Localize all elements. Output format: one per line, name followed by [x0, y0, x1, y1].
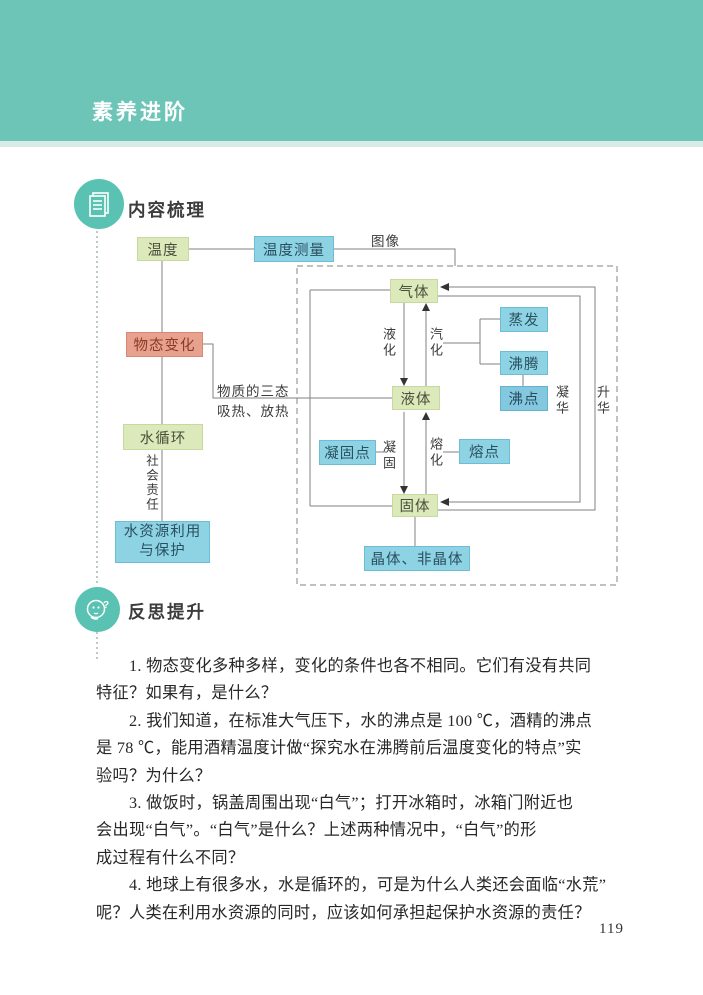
question-2-line-3: 验吗？为什么？ [96, 766, 212, 785]
question-4-line-1: 4. 地球上有很多水，水是循环的，可是为什么人类还会面临“水荒” [129, 876, 607, 895]
label-melting: 熔化 [428, 437, 443, 469]
box-water-resource: 水资源利用 与保护 [115, 521, 210, 563]
box-temperature: 温度 [137, 237, 189, 261]
reflect-section-title: 反思提升 [128, 602, 206, 622]
box-water-resource-line1: 水资源利用 [123, 524, 202, 540]
box-water-resource-line2: 与保护 [139, 543, 186, 559]
box-evaporation: 蒸发 [500, 307, 548, 332]
question-1-line-1: 1. 物态变化多种多样，变化的条件也各不相同。它们有没有共同 [129, 657, 592, 675]
label-sublimation: 升华 [595, 385, 610, 417]
page-number: 119 [599, 921, 624, 937]
box-solid: 固体 [392, 494, 438, 517]
document-icon [89, 192, 109, 217]
question-4-line-2: 呢？人类在利用水资源的同时，应该如何承担起保护水资源的责任？ [96, 903, 591, 922]
question-2-line-1: 2. 我们知道，在标准大气压下，水的沸点是 100 ℃，酒精的沸点 [129, 711, 593, 730]
box-temperature-measurement: 温度测量 [254, 236, 334, 262]
page-title: 素养进阶 [92, 100, 188, 124]
question-3-line-3: 成过程有什么不同？ [96, 848, 245, 867]
box-state-change: 物态变化 [126, 332, 203, 357]
label-heat-absorb-release: 吸热、放热 [217, 404, 290, 419]
reflect-section-icon-circle: ? [75, 587, 120, 632]
label-deposition: 凝华 [554, 385, 569, 417]
label-liquefaction: 液化 [381, 327, 396, 359]
box-boiling-point: 沸点 [500, 386, 548, 411]
content-section-icon-circle [74, 179, 124, 229]
header-band-edge [0, 141, 703, 147]
thinking-face-icon: ? [86, 599, 109, 620]
box-liquid: 液体 [392, 386, 440, 410]
question-3-line-2: 会出现“白气”。“白气”是什么？上述两种情况中，“白气”的形 [96, 821, 537, 840]
content-section-title: 内容梳理 [128, 200, 206, 220]
question-3-line-1: 3. 做饭时，锅盖周围出现“白气”；打开冰箱时，冰箱门附近也 [129, 794, 574, 813]
questions-block: 1. 物态变化多种多样，变化的条件也各不相同。它们有没有共同 特征？如果有，是什… [96, 653, 648, 927]
label-solidification: 凝固 [381, 440, 396, 472]
question-1-line-2: 特征？如果有，是什么？ [96, 684, 278, 703]
question-2-line-2: 是 78 ℃，能用酒精温度计做“探究水在沸腾前后温度变化的特点”实 [96, 739, 582, 758]
box-water-cycle: 水循环 [123, 424, 203, 450]
label-three-states: 物质的三态 [217, 384, 290, 399]
header-band [0, 0, 703, 141]
svg-text:?: ? [103, 600, 109, 611]
box-melting-point: 熔点 [459, 439, 510, 464]
box-freezing-point: 凝固点 [319, 440, 376, 465]
label-vaporization: 汽化 [428, 327, 443, 359]
box-gas: 气体 [390, 279, 438, 303]
label-social-responsibility: 社会责任 [144, 454, 158, 512]
box-crystal-noncrystal: 晶体、非晶体 [364, 546, 470, 571]
box-boiling: 沸腾 [500, 351, 548, 375]
label-graph: 图像 [371, 234, 400, 249]
